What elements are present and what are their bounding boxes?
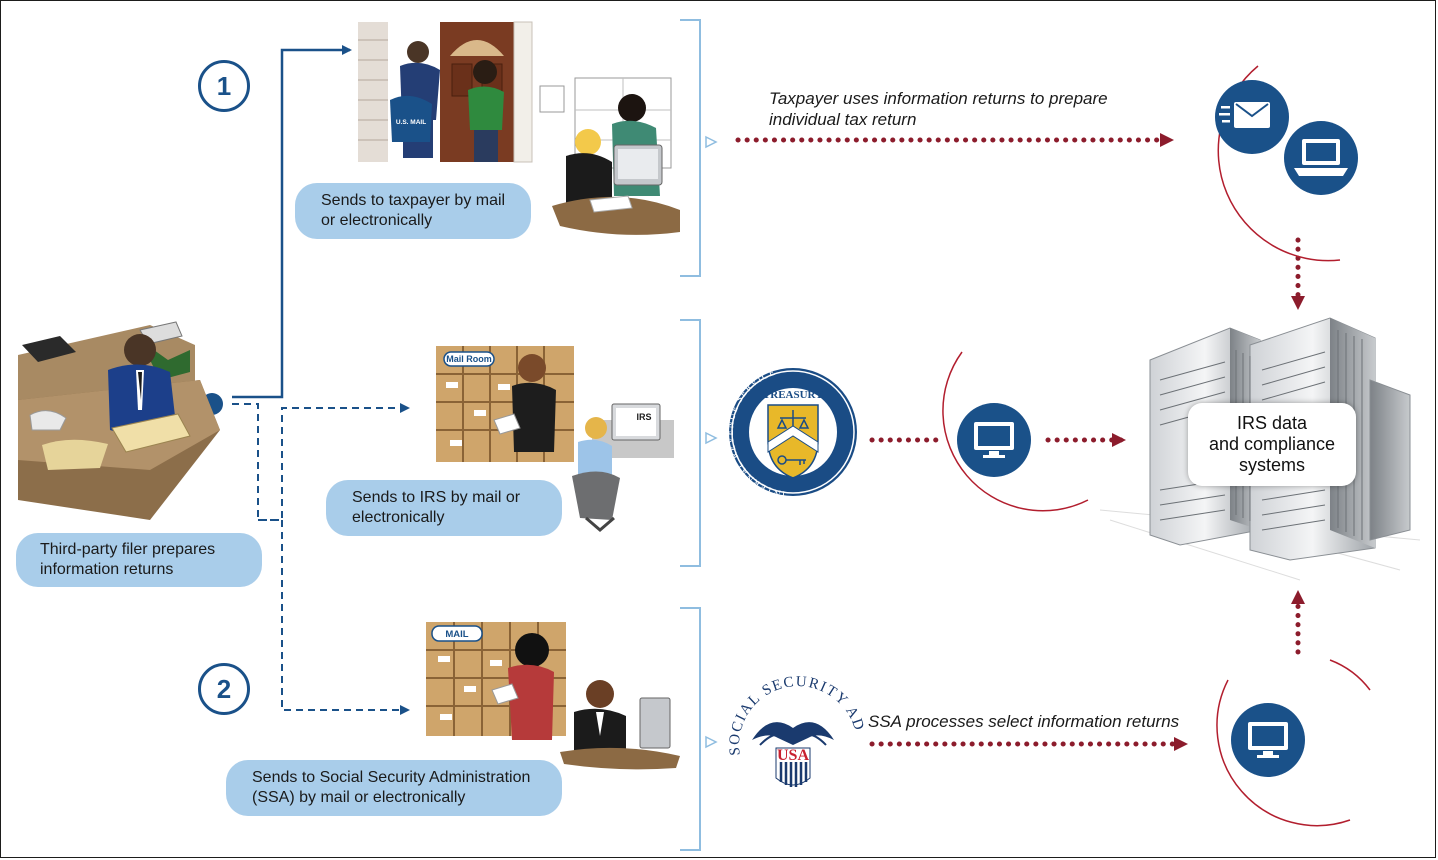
taxpayer-label: Sends to taxpayer by mail or electronica… <box>295 183 531 239</box>
irs-label: Sends to IRS by mail or electronically <box>326 480 562 536</box>
filer-label-line-1: Third-party filer prepares <box>40 541 216 558</box>
laptop-icon <box>1294 139 1348 176</box>
step-number-2: 2 <box>198 663 250 715</box>
ssa-monitor-group <box>1216 659 1371 827</box>
taxpayer-note-line-1: Taxpayer uses information returns to pre… <box>769 89 1108 108</box>
ssa-label-line-1: Sends to Social Security Administration <box>252 769 531 786</box>
irs-monitor-group <box>942 351 1089 512</box>
irs-label-line-2: electronically <box>352 509 445 526</box>
step-number-1: 1 <box>198 60 250 112</box>
bracket-taxpayer <box>680 19 701 277</box>
taxpayer-label-line-1: Sends to taxpayer by mail <box>321 192 506 209</box>
irs-systems-line-3: systems <box>1238 455 1305 475</box>
taxpayer-note-line-2: individual tax return <box>769 110 917 129</box>
ssa-seal-center-text: USA <box>777 747 809 764</box>
bracket-pointer-1 <box>705 135 718 149</box>
mail-room-sign: Mail Room <box>446 354 492 364</box>
irs-systems-line-1: IRS data <box>1236 413 1308 433</box>
irs-systems-label: IRS data and compliance systems <box>1188 403 1356 486</box>
arc-ssa <box>1216 679 1351 827</box>
monitor-icon <box>1248 722 1288 758</box>
return-icons <box>1215 65 1358 262</box>
filer-label: Third-party filer prepares information r… <box>16 533 262 587</box>
bracket-irs <box>680 319 701 567</box>
ssa-mail-illustration: MAIL <box>426 622 680 770</box>
ssa-label-line-2: (SSA) by mail or electronically <box>252 789 466 806</box>
irs-mailroom-illustration: Mail Room IRS <box>436 346 674 532</box>
solid-flow-line <box>232 45 352 399</box>
irs-label-line-1: Sends to IRS by mail or <box>352 489 521 506</box>
monitor-icon <box>974 422 1014 458</box>
treasury-seal: TREASURY INTERNAL REVENUE SERVICE <box>726 368 857 498</box>
irs-systems-line-2: and compliance <box>1208 434 1336 454</box>
bracket-pointer-3 <box>705 735 718 749</box>
mailbag-label: U.S. MAIL <box>396 119 426 126</box>
taxpayer-illustration: U.S. MAIL <box>358 21 680 235</box>
bracket-ssa <box>680 607 701 851</box>
ssa-eagle <box>752 722 834 745</box>
bracket-pointer-2 <box>705 431 718 445</box>
filer-label-line-2: information returns <box>40 561 174 578</box>
dashed-flow-line-ssa <box>258 519 410 715</box>
ssa-label: Sends to Social Security Administration … <box>226 760 562 816</box>
treasury-seal-top-text: TREASURY <box>763 389 823 401</box>
filer-illustration <box>18 321 220 520</box>
red-dotted-flows <box>735 133 1305 751</box>
group-brackets <box>680 19 718 851</box>
envelope-icon <box>1219 102 1270 128</box>
mail-sign: MAIL <box>445 629 468 640</box>
ssa-note: SSA processes select information returns <box>868 712 1180 731</box>
taxpayer-note: Taxpayer uses information returns to pre… <box>769 88 1108 130</box>
arc-irs <box>942 351 1089 512</box>
irs-monitor-label: IRS <box>636 412 651 422</box>
taxpayer-label-line-2: or electronically <box>321 212 433 229</box>
